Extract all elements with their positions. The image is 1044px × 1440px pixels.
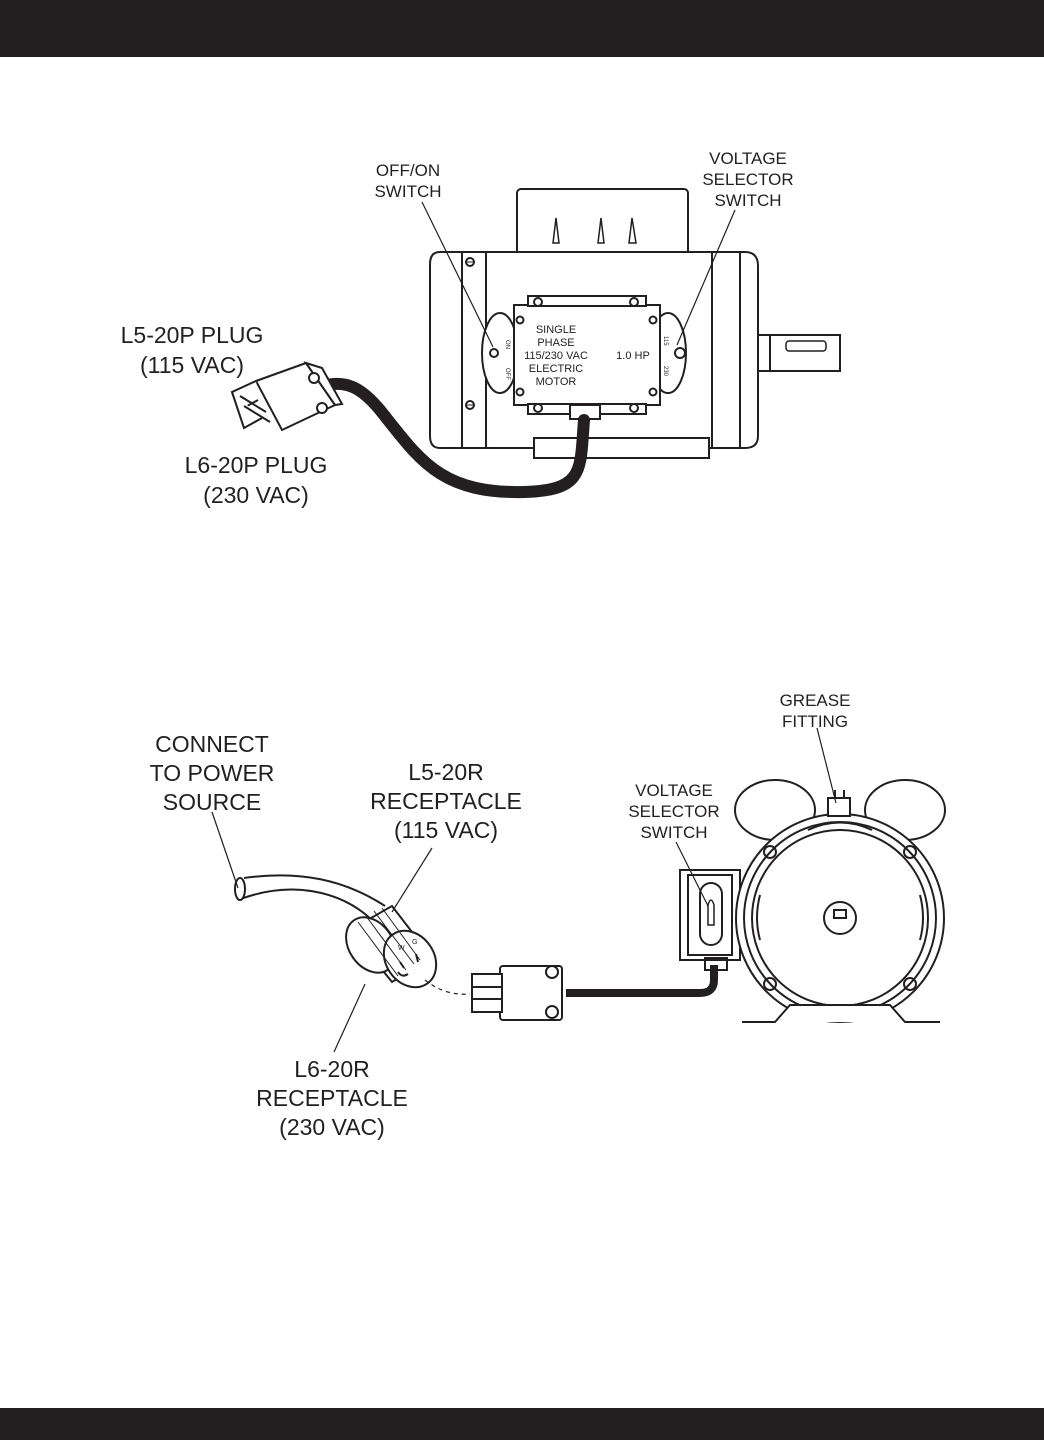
label-grease-1: GREASE <box>780 691 851 710</box>
label-power-1: CONNECT <box>155 731 269 757</box>
bottom-motor-figure <box>211 727 946 1053</box>
nameplate-line-1: SINGLE <box>536 324 576 336</box>
label-off-on-1: OFF/ON <box>376 161 440 180</box>
leader-grease <box>816 727 837 804</box>
motor-feet <box>742 1004 940 1023</box>
top-motor-figure <box>230 188 841 499</box>
header-band <box>0 0 1044 57</box>
receptacle <box>345 904 438 989</box>
label-grease-2: FITTING <box>782 712 848 731</box>
receptacle-w-mark: W <box>398 945 405 952</box>
leader-off-on <box>421 201 494 348</box>
nameplate-line-3: 115/230 VAC <box>524 350 588 362</box>
label-l5-plug-1: L5-20P PLUG <box>121 322 264 348</box>
label-top-voltage-3: SWITCH <box>714 191 781 210</box>
selector-115-mark: 115 <box>662 336 668 346</box>
off-on-switch <box>481 312 519 394</box>
motor-shaft-end <box>823 901 857 935</box>
bottom-power-cord <box>566 965 718 997</box>
switch-off-mark: OFF <box>504 368 510 380</box>
leader-bottom-voltage <box>675 841 709 907</box>
label-l6-plug-1: L6-20P PLUG <box>185 452 328 478</box>
top-power-cord <box>316 377 590 499</box>
motor-base <box>533 437 710 459</box>
selector-230-mark: 230 <box>662 366 668 377</box>
label-off-on-2: SWITCH <box>374 182 441 201</box>
label-power-3: SOURCE <box>163 789 261 815</box>
label-bottom-voltage-1: VOLTAGE <box>635 781 713 800</box>
nameplate-hp: 1.0 HP <box>616 350 650 362</box>
grease-fitting <box>827 797 851 817</box>
label-l6-receptacle-3: (230 VAC) <box>279 1114 385 1140</box>
switch-on-mark: ON <box>504 340 510 349</box>
label-power-2: TO POWER <box>150 760 275 786</box>
label-bottom-voltage-2: SELECTOR <box>628 802 719 821</box>
footer-band <box>0 1408 1044 1440</box>
label-l5-receptacle-2: RECEPTACLE <box>370 788 522 814</box>
leader-power <box>211 811 239 889</box>
label-l5-plug-2: (115 VAC) <box>140 352 244 378</box>
leader-l5-receptacle <box>391 847 433 913</box>
leader-top-voltage <box>676 209 736 346</box>
leader-l6-receptacle <box>333 983 366 1053</box>
label-l6-plug-2: (230 VAC) <box>203 482 309 508</box>
label-bottom-voltage-3: SWITCH <box>640 823 707 842</box>
nameplate-line-5: MOTOR <box>536 376 577 388</box>
nameplate-line-4: ELECTRIC <box>529 363 583 375</box>
power-cord-end <box>234 877 246 901</box>
label-l5-receptacle-3: (115 VAC) <box>394 817 498 843</box>
label-l6-receptacle-1: L6-20R <box>294 1056 369 1082</box>
label-l6-receptacle-2: RECEPTACLE <box>256 1085 408 1111</box>
label-top-voltage-1: VOLTAGE <box>709 149 787 168</box>
label-top-voltage-2: SELECTOR <box>702 170 793 189</box>
top-plug <box>230 361 344 432</box>
label-l5-receptacle-1: L5-20R <box>408 759 483 785</box>
nameplate-line-2: PHASE <box>537 337 574 349</box>
receptacle-g-mark: G <box>412 939 417 946</box>
bottom-voltage-selector <box>699 882 723 946</box>
bottom-plug <box>471 965 563 1021</box>
